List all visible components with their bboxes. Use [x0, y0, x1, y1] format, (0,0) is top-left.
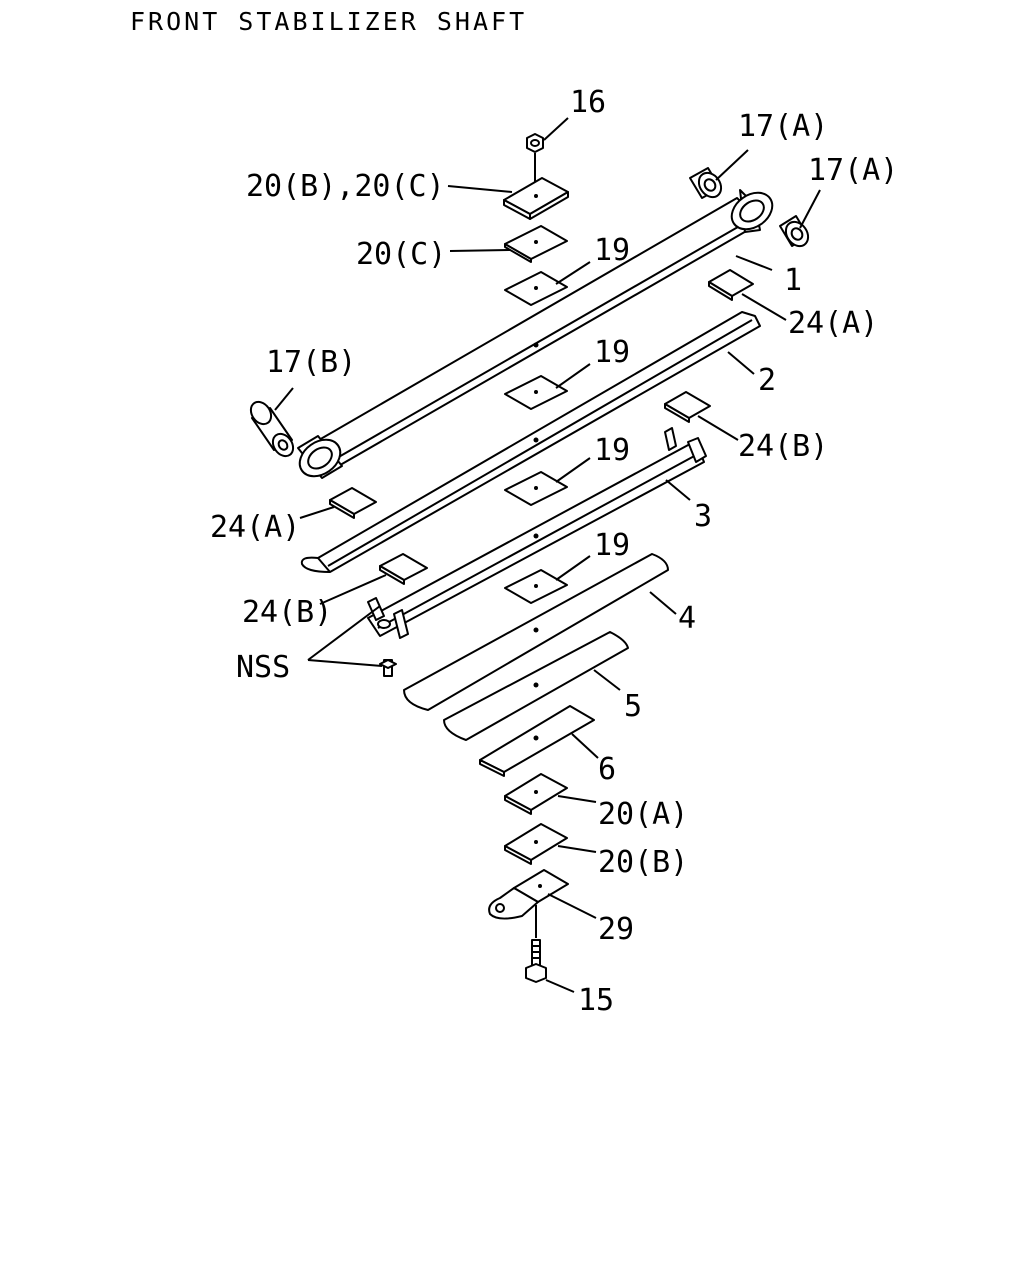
part-nss-bolt: [379, 659, 397, 677]
part-20c-plate: [504, 225, 568, 263]
callout-16: 16: [570, 85, 606, 120]
callout-24b-right: 24(B): [738, 429, 828, 464]
part-19-pad-3: [504, 471, 568, 506]
part-4-leaf: [403, 553, 669, 711]
callout-20c: 20(C): [356, 237, 446, 272]
part-20b-plate: [504, 823, 568, 865]
callout-24a-right: 24(A): [788, 306, 878, 341]
part-19-pad-2: [504, 375, 568, 410]
diagram-title: FRONT STABILIZER SHAFT: [130, 7, 527, 36]
part-17b-bushing: [249, 400, 295, 458]
callout-20bc: 20(B),20(C): [246, 169, 445, 204]
part-17a-bushing-right: [779, 215, 810, 248]
part-24b-pad-right: [664, 391, 711, 423]
part-2-second-leaf: [300, 311, 761, 573]
callout-19-4: 19: [594, 528, 630, 563]
callout-19-2: 19: [594, 335, 630, 370]
callout-20b: 20(B): [598, 845, 688, 880]
callout-nss: NSS: [236, 650, 290, 685]
part-29-bracket: [488, 869, 569, 920]
callout-29: 29: [598, 912, 634, 947]
part-24b-pad-left: [379, 553, 428, 585]
part-19-pad-1: [504, 271, 568, 306]
part-20bc-plate: [503, 177, 569, 220]
part-3-third-leaf: [367, 427, 707, 639]
callout-19-3: 19: [594, 433, 630, 468]
part-24a-pad-right: [708, 269, 754, 301]
callout-17a-right: 17(A): [808, 153, 898, 188]
callout-2: 2: [758, 363, 776, 398]
part-16-nut: [526, 133, 544, 188]
leader-lines: [274, 117, 821, 993]
part-6-leaf: [479, 705, 595, 777]
callout-17b: 17(B): [266, 345, 356, 380]
callout-17a-top: 17(A): [738, 109, 828, 144]
part-17a-bushing-top: [689, 167, 723, 199]
part-5-leaf: [443, 631, 629, 741]
callout-4: 4: [678, 601, 696, 636]
part-15-bolt: [525, 905, 547, 983]
part-20a-plate: [504, 773, 568, 815]
callout-20a: 20(A): [598, 797, 688, 832]
callout-19-1: 19: [594, 233, 630, 268]
callout-3: 3: [694, 499, 712, 534]
callout-5: 5: [624, 689, 642, 724]
part-1-main-leaf: [297, 189, 774, 479]
callout-1: 1: [784, 263, 802, 298]
callout-24b-left: 24(B): [242, 595, 332, 630]
part-24a-pad-left: [329, 487, 377, 519]
callout-24a-left: 24(A): [210, 510, 300, 545]
part-19-pad-4: [504, 569, 568, 604]
callout-6: 6: [598, 752, 616, 787]
callout-15: 15: [578, 983, 614, 1018]
